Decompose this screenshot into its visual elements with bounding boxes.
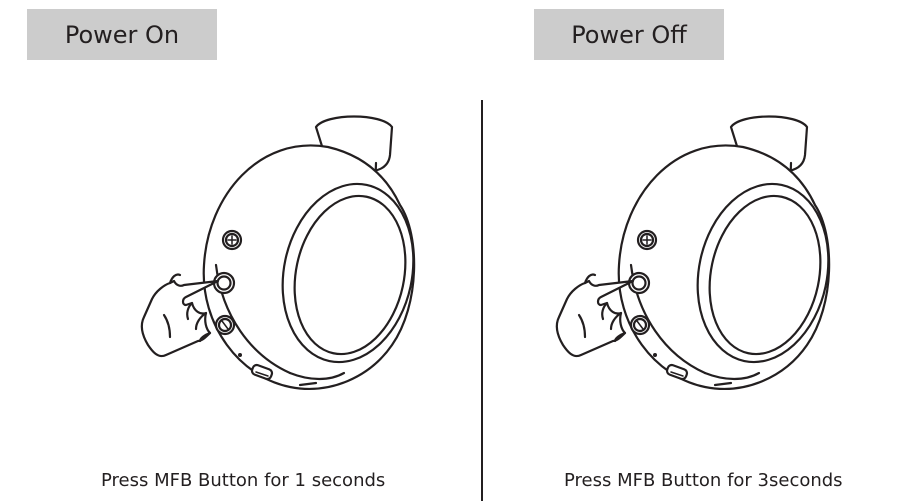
volume-up-button [221,229,243,251]
headphone-illustration [140,115,416,390]
power-on-caption: Press MFB Button for 1 seconds [101,470,386,491]
led-indicator [653,353,657,357]
led-indicator [238,353,242,357]
headphone-illustration [555,115,831,390]
port-detail [713,381,733,387]
ear-cup [202,144,416,390]
volume-down-button [629,314,651,336]
charging-port [665,363,689,381]
mfb-button [212,271,236,295]
pointing-hand-icon [555,273,635,358]
ear-cup [617,144,831,390]
power-on-illustration [130,115,420,395]
power-on-title: Power On [27,9,217,60]
pointing-hand-icon [140,273,220,358]
port-detail [298,381,318,387]
mfb-button [627,271,651,295]
power-on-panel: Power On [27,9,420,491]
panel-divider [481,100,483,501]
charging-port [250,363,274,381]
volume-up-button [636,229,658,251]
power-off-panel: Power Off [483,0,903,501]
volume-down-button [214,314,236,336]
power-off-illustration [545,115,835,395]
power-off-caption: Press MFB Button for 3seconds [564,470,843,491]
power-off-title: Power Off [534,9,724,60]
